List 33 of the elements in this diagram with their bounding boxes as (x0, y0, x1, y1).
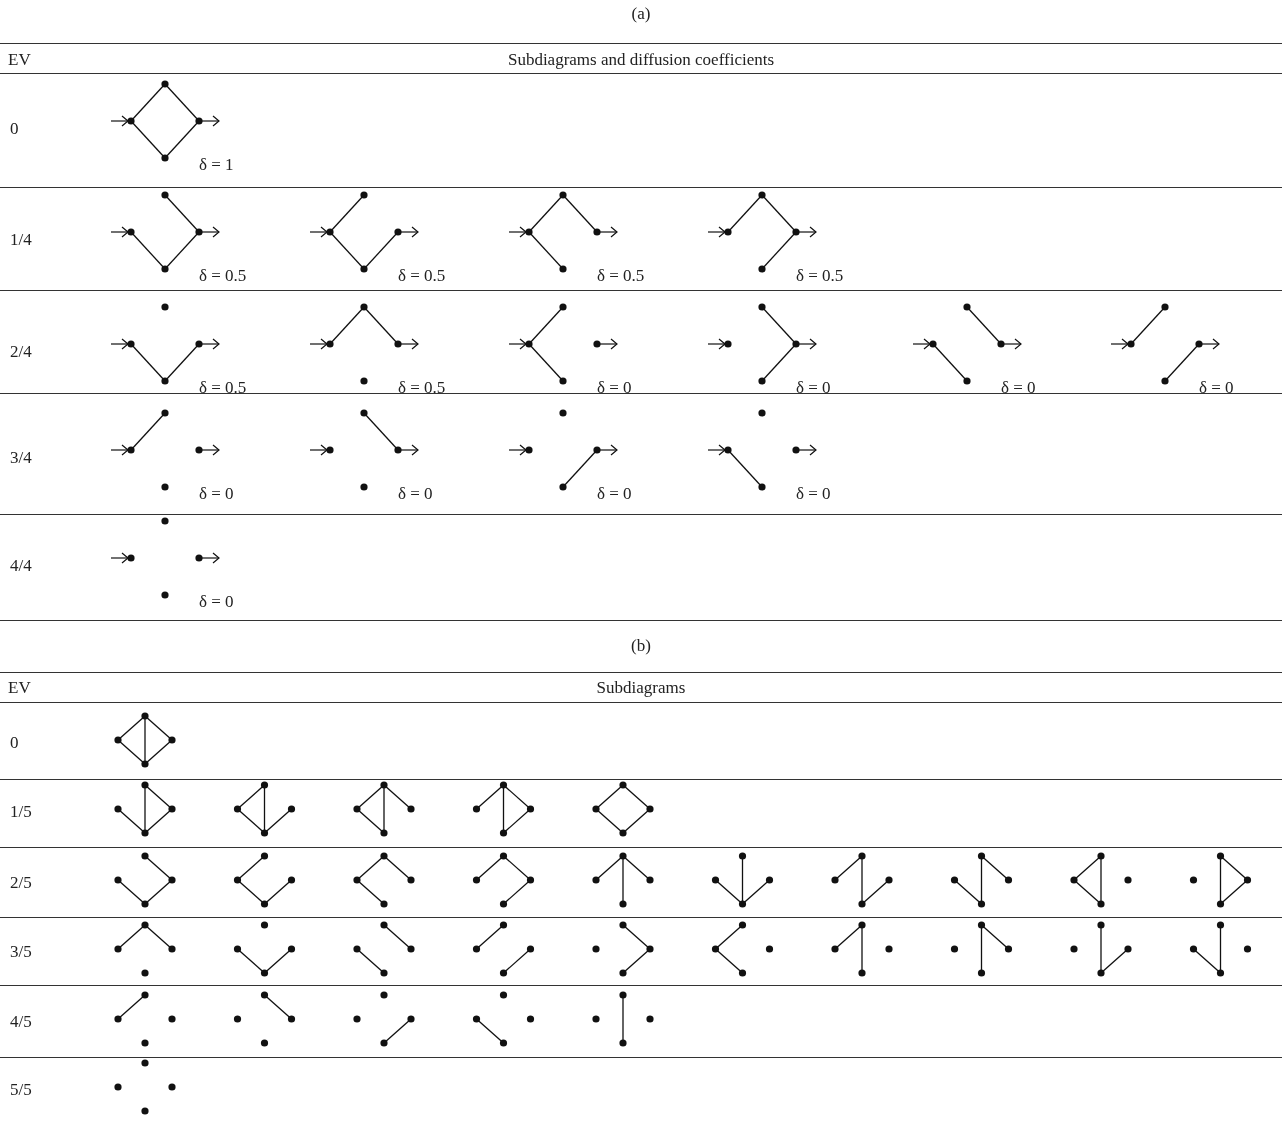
diffusion-coefficient: δ = 0.5 (796, 266, 844, 286)
diffusion-coefficient: δ = 0.5 (398, 266, 446, 286)
diffusion-coefficient: δ = 0 (796, 484, 831, 504)
column-header: Subdiagrams (596, 678, 686, 698)
diffusion-coefficient: δ = 0 (199, 484, 234, 504)
diffusion-coefficient: δ = 1 (199, 155, 234, 175)
diffusion-coefficient: δ = 0 (597, 484, 632, 504)
column-header: EV (8, 50, 31, 70)
diffusion-coefficient: δ = 0 (1199, 378, 1234, 398)
diffusion-coefficient: δ = 0 (1001, 378, 1036, 398)
panel-label: (b) (631, 636, 651, 656)
panel-label: (a) (631, 4, 651, 24)
ev-value: 5/5 (10, 1080, 32, 1100)
column-header: EV (8, 678, 31, 698)
ev-value: 0 (10, 733, 19, 753)
diffusion-coefficient: δ = 0 (597, 378, 632, 398)
ev-value: 2/5 (10, 873, 32, 893)
ev-value: 3/5 (10, 942, 32, 962)
diffusion-coefficient: δ = 0.5 (398, 378, 446, 398)
diffusion-coefficient: δ = 0.5 (199, 266, 247, 286)
ev-value: 1/4 (10, 230, 32, 250)
column-header: Subdiagrams and diffusion coefficients (507, 50, 775, 70)
ev-value: 4/5 (10, 1012, 32, 1032)
diffusion-coefficient: δ = 0 (796, 378, 831, 398)
ev-value: 3/4 (10, 448, 32, 468)
diffusion-coefficient: δ = 0.5 (199, 378, 247, 398)
ev-value: 4/4 (10, 556, 32, 576)
diffusion-coefficient: δ = 0 (199, 592, 234, 612)
ev-value: 0 (10, 119, 19, 139)
diffusion-coefficient: δ = 0.5 (597, 266, 645, 286)
ev-value: 2/4 (10, 342, 32, 362)
diffusion-coefficient: δ = 0 (398, 484, 433, 504)
ev-value: 1/5 (10, 802, 32, 822)
